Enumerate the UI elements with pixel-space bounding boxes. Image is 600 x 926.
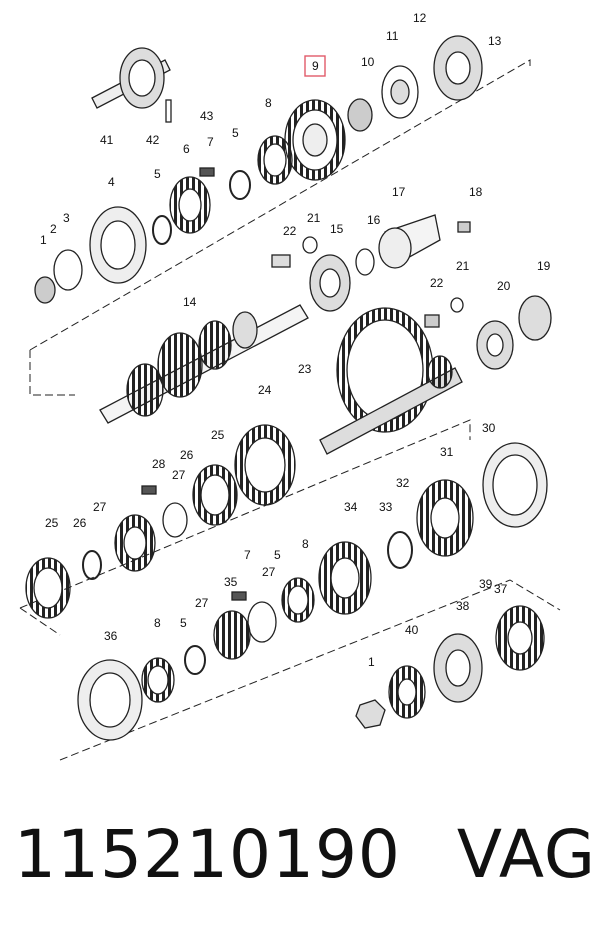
diagram-canvas: 1211139104142438756452312221151617181422… [19, 11, 561, 761]
callout-label: 39 [479, 577, 493, 591]
callout-label: 9 [312, 59, 319, 73]
callout-label: 1 [40, 233, 47, 247]
callout-label: 4 [108, 175, 115, 189]
callout-label: 38 [456, 599, 470, 613]
callout-label: 19 [537, 259, 551, 273]
callout-label: 34 [344, 500, 358, 514]
callout-label: 18 [469, 185, 483, 199]
callout-label: 7 [244, 548, 251, 562]
callout-label: 27 [262, 565, 276, 579]
callout-label: 5 [154, 167, 161, 181]
callout-label: 10 [361, 55, 375, 69]
callout-label: 24 [258, 383, 272, 397]
callout-label: 23 [298, 362, 312, 376]
middle-section-parts [25, 424, 548, 660]
callout-label: 28 [152, 457, 166, 471]
callout-label: 6 [183, 142, 190, 156]
callout-label: 5 [232, 126, 239, 140]
caption-line: 115210190 VAG [14, 800, 596, 910]
callout-label: 22 [283, 224, 297, 238]
callout-label: 26 [73, 516, 87, 530]
callout-label: 8 [302, 537, 309, 551]
callout-label: 32 [396, 476, 410, 490]
callout-label: 17 [392, 185, 406, 199]
callout-label: 3 [63, 211, 70, 225]
upper-shaft-parts [34, 35, 552, 455]
callout-label: 11 [386, 29, 399, 43]
callout-label: 5 [180, 616, 187, 630]
callout-label: 27 [93, 500, 107, 514]
callout-label: 36 [104, 629, 118, 643]
callout-label: 43 [200, 109, 214, 123]
callout-label: 14 [183, 295, 197, 309]
brand-name: VAG [456, 816, 596, 893]
callout-label: 27 [172, 468, 186, 482]
callout-label: 41 [100, 133, 114, 147]
callout-label: 25 [211, 428, 225, 442]
callout-label: 31 [440, 445, 454, 459]
callout-label: 37 [494, 582, 508, 596]
callout-label: 13 [488, 34, 502, 48]
callout-label: 16 [367, 213, 381, 227]
callout-label: 40 [405, 623, 419, 637]
callout-label: 42 [146, 133, 160, 147]
callout-label: 27 [195, 596, 209, 610]
section-outlines [19, 59, 561, 761]
callout-label: 20 [497, 279, 511, 293]
highlight-box [304, 55, 326, 77]
callout-label: 1 [368, 655, 375, 669]
callout-label: 22 [430, 276, 444, 290]
callout-label: 12 [413, 11, 427, 25]
part-number: 115210190 [14, 816, 401, 893]
callout-label: 26 [180, 448, 194, 462]
callout-label: 25 [45, 516, 59, 530]
callout-label: 2 [50, 222, 57, 236]
callout-label: 21 [307, 211, 321, 225]
callout-label: 5 [274, 548, 281, 562]
callout-label: 8 [265, 96, 272, 110]
callout-label: 35 [224, 575, 238, 589]
callout-label: 30 [482, 421, 496, 435]
callout-label: 21 [456, 259, 470, 273]
callout-label: 7 [207, 135, 214, 149]
callout-label: 15 [330, 222, 344, 236]
callout-label: 33 [379, 500, 393, 514]
lower-section-parts [77, 605, 545, 741]
callout-label: 8 [154, 616, 161, 630]
